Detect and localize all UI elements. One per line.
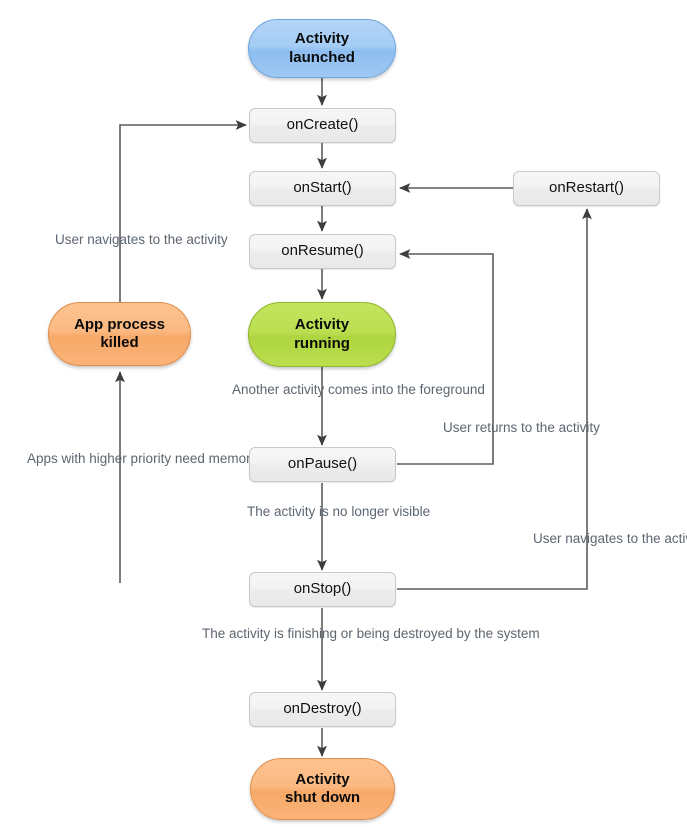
note-higher-priority-line1: Apps with higher priority	[27, 451, 172, 466]
activity-launched-line2: launched	[289, 48, 355, 66]
edge-killed-to-oncreate	[119, 120, 247, 302]
note-user-returns: User returns to the activity	[443, 419, 600, 436]
on-destroy-label: onDestroy()	[283, 700, 362, 718]
note-another-activity-line2: into the foreground	[371, 382, 485, 397]
note-no-longer-visible-line2: no longer visible	[332, 504, 431, 519]
note-user-navigates-right-line2: to the activity	[626, 531, 687, 546]
note-user-navigates-right: User navigates to the activity	[533, 530, 687, 547]
on-resume-label: onResume()	[281, 242, 364, 260]
note-user-returns-line2: to the activity	[521, 420, 600, 435]
app-process-killed-line2: killed	[100, 334, 139, 351]
note-user-navigates-left: User navigates to the activity	[55, 231, 228, 248]
activity-shut-down-line2: shut down	[285, 789, 360, 806]
note-finishing: The activity is finishing or being destr…	[202, 625, 540, 642]
node-on-start[interactable]: onStart()	[249, 171, 396, 206]
note-another-activity: Another activity comes into the foregrou…	[232, 381, 485, 398]
node-activity-running[interactable]: Activity running	[248, 302, 396, 367]
note-no-longer-visible: The activity is no longer visible	[247, 503, 430, 520]
node-activity-shut-down[interactable]: Activity shut down	[250, 758, 395, 820]
note-another-activity-line1: Another activity comes	[232, 382, 368, 397]
node-on-stop[interactable]: onStop()	[249, 572, 396, 607]
node-on-resume[interactable]: onResume()	[249, 234, 396, 269]
edge-onpause-to-onresume	[397, 249, 494, 465]
on-pause-label: onPause()	[287, 455, 358, 473]
activity-running-line2: running	[294, 334, 350, 352]
note-no-longer-visible-line1: The activity is	[247, 504, 329, 519]
note-user-navigates-left-line2: to the activity	[148, 232, 228, 247]
node-on-create[interactable]: onCreate()	[249, 108, 396, 143]
note-user-navigates-left-line1: User navigates	[55, 232, 146, 247]
app-process-killed-line1: App process	[74, 315, 165, 333]
note-user-returns-line1: User returns	[443, 420, 518, 435]
note-higher-priority: Apps with higher priority need memory	[27, 450, 257, 467]
note-higher-priority-line2: need memory	[174, 451, 258, 466]
on-stop-label: onStop()	[293, 580, 352, 598]
on-restart-label: onRestart()	[548, 179, 625, 197]
node-on-pause[interactable]: onPause()	[249, 447, 396, 482]
node-on-restart[interactable]: onRestart()	[513, 171, 660, 206]
edge-group	[115, 78, 592, 757]
on-start-label: onStart()	[293, 179, 352, 197]
note-user-navigates-right-line1: User navigates	[533, 531, 624, 546]
note-finishing-line1: The activity is finishing or	[202, 626, 353, 641]
edge-onstop-to-onrestart	[397, 208, 592, 590]
note-finishing-line2: being destroyed by the system	[356, 626, 540, 641]
activity-shut-down-line1: Activity	[295, 770, 350, 788]
activity-running-line1: Activity	[294, 316, 350, 334]
node-on-destroy[interactable]: onDestroy()	[249, 692, 396, 727]
activity-launched-line1: Activity	[294, 30, 350, 48]
node-activity-launched[interactable]: Activity launched	[248, 19, 396, 78]
node-app-process-killed[interactable]: App process killed	[48, 302, 191, 366]
on-create-label: onCreate()	[286, 116, 359, 134]
